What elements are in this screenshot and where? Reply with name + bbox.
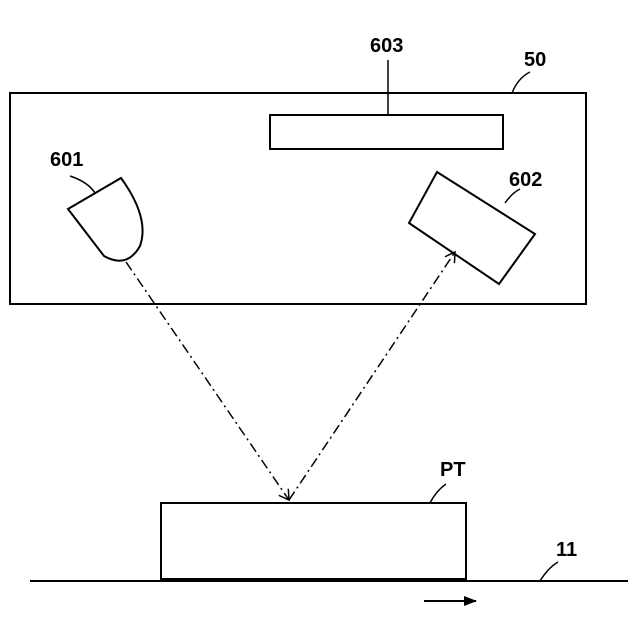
housing-label: 50 <box>524 49 546 71</box>
incident-light-path <box>126 262 289 500</box>
light-receiver-label: 602 <box>509 169 542 191</box>
print-target-box <box>161 503 466 579</box>
reflected-light-path <box>289 252 455 500</box>
light-receiver-leader-line <box>505 189 520 203</box>
light-source-label: 601 <box>50 149 83 171</box>
housing-leader-line <box>512 72 530 93</box>
top-element-label: 603 <box>370 35 403 57</box>
conveyor-leader-line <box>540 562 558 581</box>
light-source-shape <box>68 178 143 261</box>
housing-box <box>10 93 586 304</box>
light-source-leader-line <box>70 176 95 193</box>
conveyor-label: 11 <box>556 539 577 561</box>
print-target-label: PT <box>440 459 466 481</box>
top-element-bar <box>270 115 503 149</box>
print-target-leader-line <box>430 484 446 503</box>
